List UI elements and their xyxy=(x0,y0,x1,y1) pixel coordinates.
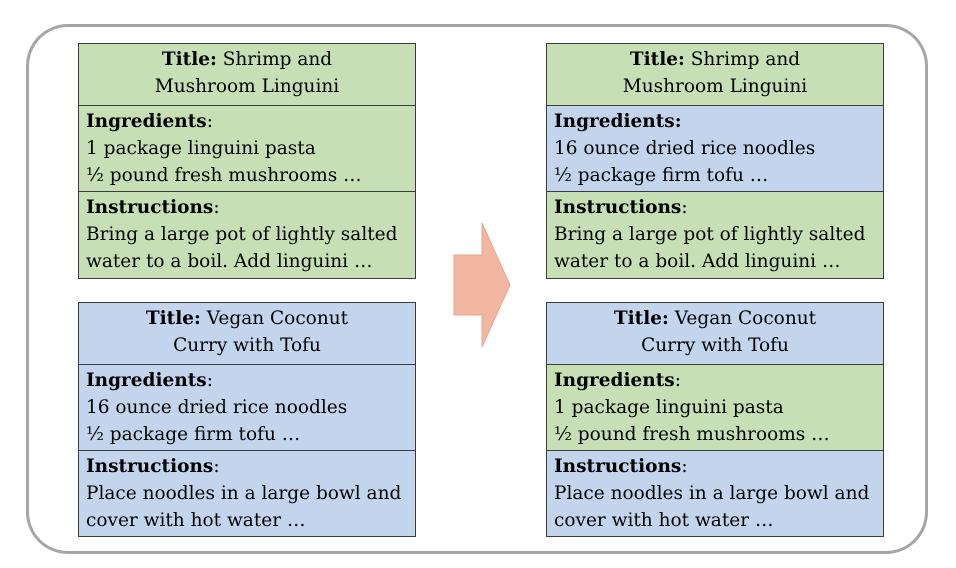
card-right-bottom: Title: Vegan Coconut Curry with Tofu Ing… xyxy=(546,302,884,537)
instruction-line: water to a boil. Add linguini … xyxy=(86,251,373,272)
instructions-section: Instructions: Place noodles in a large b… xyxy=(547,450,883,536)
instructions-label: Instructions xyxy=(86,456,214,477)
card-right-top: Title: Shrimp and Mushroom Linguini Ingr… xyxy=(546,43,884,279)
ingredient-line: ½ pound fresh mushrooms … xyxy=(554,424,830,445)
instructions-section: Instructions: Bring a large pot of light… xyxy=(79,191,415,278)
card-left-bottom: Title: Vegan Coconut Curry with Tofu Ing… xyxy=(78,302,416,537)
colon: : xyxy=(681,197,688,218)
ingredients-section: Ingredients: 1 package linguini pasta ½ … xyxy=(79,105,415,191)
title-text: Curry with Tofu xyxy=(173,335,321,356)
instruction-line: cover with hot water … xyxy=(554,510,774,531)
instructions-label: Instructions xyxy=(86,197,214,218)
title-label: Title: xyxy=(629,49,685,70)
ingredient-line: 1 package linguini pasta xyxy=(86,138,316,159)
instruction-line: Place noodles in a large bowl and xyxy=(554,483,870,504)
ingredients-label: Ingredients xyxy=(554,111,675,132)
instruction-line: Bring a large pot of lightly salted xyxy=(554,224,866,245)
colon: : xyxy=(206,370,213,391)
ingredient-line: ½ pound fresh mushrooms … xyxy=(86,165,362,186)
title-label: Title: xyxy=(613,308,669,329)
card-left-top: Title: Shrimp and Mushroom Linguini Ingr… xyxy=(78,43,416,279)
ingredients-label: Ingredients xyxy=(86,111,207,132)
instruction-line: Bring a large pot of lightly salted xyxy=(86,224,398,245)
colon: : xyxy=(213,197,220,218)
instructions-section: Instructions: Place noodles in a large b… xyxy=(79,450,415,536)
colon: : xyxy=(213,456,220,477)
ingredients-section: Ingredients: 1 package linguini pasta ½ … xyxy=(547,364,883,450)
title-label: Title: xyxy=(145,308,201,329)
title-text: Vegan Coconut xyxy=(206,308,349,329)
ingredients-section: Ingredients: 16 ounce dried rice noodles… xyxy=(79,364,415,450)
ingredient-line: ½ package firm tofu … xyxy=(554,165,769,186)
card-title: Title: Vegan Coconut Curry with Tofu xyxy=(547,303,883,364)
title-text: Shrimp and xyxy=(222,49,333,70)
title-text: Mushroom Linguini xyxy=(154,76,340,97)
ingredients-label: Ingredients xyxy=(554,370,675,391)
card-title: Title: Shrimp and Mushroom Linguini xyxy=(547,44,883,105)
ingredients-label: Ingredients xyxy=(86,370,207,391)
ingredient-line: ½ package firm tofu … xyxy=(86,424,301,445)
title-text: Vegan Coconut xyxy=(674,308,817,329)
instructions-section: Instructions: Bring a large pot of light… xyxy=(547,191,883,278)
ingredients-section: Ingredients: 16 ounce dried rice noodles… xyxy=(547,105,883,191)
colon: : xyxy=(681,456,688,477)
ingredient-line: 1 package linguini pasta xyxy=(554,397,784,418)
instructions-label: Instructions xyxy=(554,197,682,218)
instruction-line: cover with hot water … xyxy=(86,510,306,531)
ingredient-line: 16 ounce dried rice noodles xyxy=(86,397,348,418)
title-label: Title: xyxy=(161,49,217,70)
right-arrow-icon xyxy=(453,222,511,348)
colon: : xyxy=(674,370,681,391)
colon: : xyxy=(674,111,682,132)
instruction-line: Place noodles in a large bowl and xyxy=(86,483,402,504)
title-text: Shrimp and xyxy=(690,49,801,70)
ingredient-line: 16 ounce dried rice noodles xyxy=(554,138,816,159)
colon: : xyxy=(206,111,213,132)
instructions-label: Instructions xyxy=(554,456,682,477)
title-text: Curry with Tofu xyxy=(641,335,789,356)
card-title: Title: Vegan Coconut Curry with Tofu xyxy=(79,303,415,364)
instruction-line: water to a boil. Add linguini … xyxy=(554,251,841,272)
title-text: Mushroom Linguini xyxy=(622,76,808,97)
card-title: Title: Shrimp and Mushroom Linguini xyxy=(79,44,415,105)
